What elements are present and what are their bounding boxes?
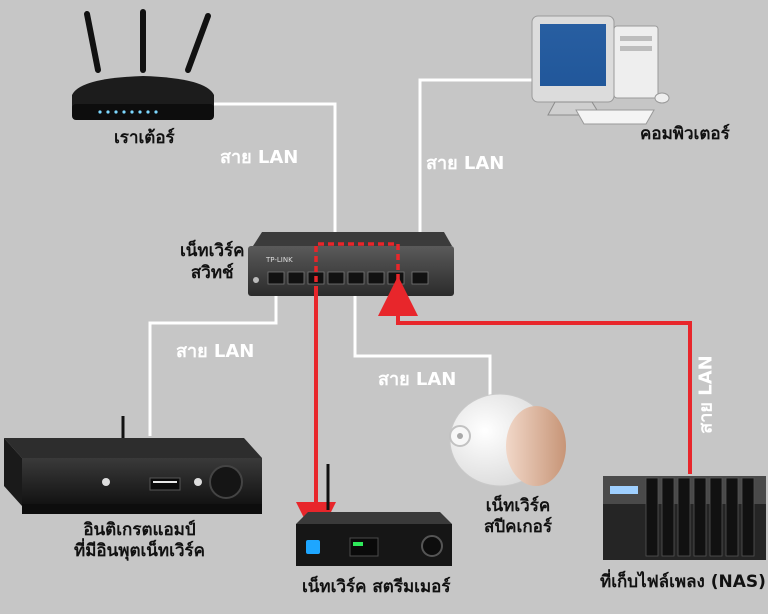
- streamer-image: [296, 464, 452, 566]
- switch-brand-text: TP-LINK: [265, 256, 293, 264]
- speaker-label-line2: สปีคเกอร์: [484, 517, 552, 537]
- cable-label-computer: สาย LAN: [426, 153, 505, 174]
- cable-computer-switch: [418, 78, 532, 282]
- switch-label: เน็ทเวิร์ค สวิทช์: [180, 240, 245, 284]
- switch-label-line1: เน็ทเวิร์ค: [180, 241, 245, 261]
- switch-image: TP-LINK: [248, 232, 454, 296]
- cable-nas-switch: [378, 276, 692, 474]
- amplifier-image: [4, 416, 262, 514]
- router-image: [72, 9, 214, 120]
- router-label: เราเต้อร์: [114, 128, 175, 148]
- nas-label: ที่เก็บไฟล์เพลง (NAS): [600, 572, 766, 592]
- cable-router-switch: [205, 102, 337, 282]
- streamer-label: เน็ทเวิร์ค สตรีมเมอร์: [302, 577, 451, 597]
- amplifier-label-line1: อินติเกรตแอมป์: [83, 520, 196, 540]
- cable-amp-switch: [148, 292, 278, 436]
- cable-label-router: สาย LAN: [220, 147, 299, 168]
- speaker-image: [449, 393, 566, 487]
- speaker-label: เน็ทเวิร์ค สปีคเกอร์: [484, 496, 552, 538]
- amplifier-label-line2: ที่มีอินพุตเน็ทเวิร์ค: [74, 541, 205, 561]
- cable-label-speaker: สาย LAN: [378, 369, 457, 390]
- cable-label-amp: สาย LAN: [176, 341, 255, 362]
- amplifier-label: อินติเกรตแอมป์ ที่มีอินพุตเน็ทเวิร์ค: [74, 520, 205, 562]
- nas-image: [603, 476, 766, 560]
- speaker-label-line1: เน็ทเวิร์ค: [485, 496, 551, 516]
- cable-label-nas: สาย LAN: [695, 355, 717, 434]
- cable-speaker-switch: [353, 292, 492, 398]
- computer-image: [531, 15, 670, 125]
- computer-label: คอมพิวเตอร์: [640, 124, 730, 144]
- switch-label-line2: สวิทช์: [190, 263, 234, 283]
